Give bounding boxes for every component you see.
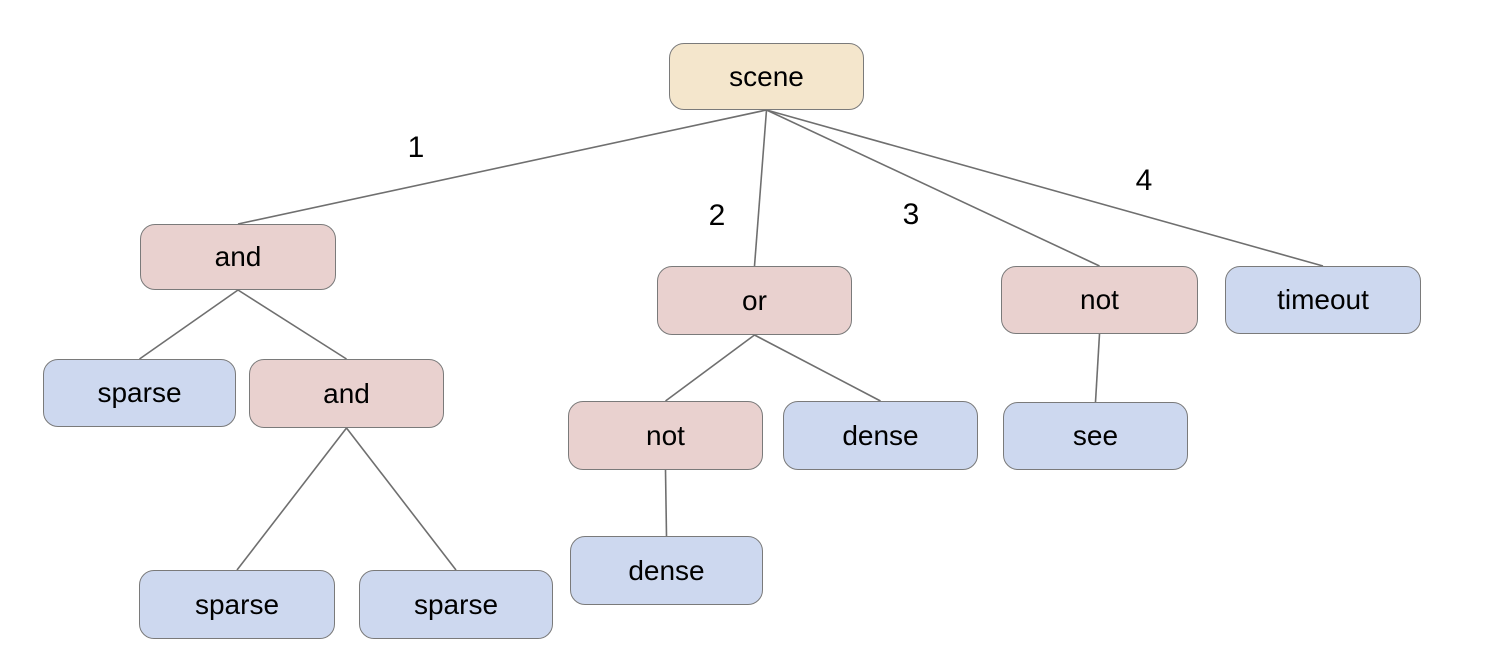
edge-label-1: 1 [407, 131, 425, 164]
node-label: sparse [413, 588, 499, 620]
edge-and1-sparse1 [139, 289, 239, 360]
node-see[interactable]: see [1003, 402, 1188, 470]
node-label: dense [842, 419, 919, 451]
node-dense1[interactable]: dense [783, 401, 978, 470]
node-not2[interactable]: not [568, 401, 763, 470]
node-and2[interactable]: and [249, 359, 444, 428]
node-dense2[interactable]: dense [570, 536, 763, 605]
edge-and2-sparse3 [345, 427, 457, 571]
node-sparse1[interactable]: sparse [43, 359, 236, 427]
edge-label-3: 3 [902, 198, 920, 231]
node-sparse3[interactable]: sparse [359, 570, 553, 639]
node-timeout[interactable]: timeout [1225, 266, 1421, 334]
node-or1[interactable]: or [657, 266, 852, 335]
edge-and2-sparse2 [236, 427, 348, 571]
node-label: and [323, 377, 370, 409]
edge-label-4: 4 [1135, 164, 1153, 197]
edge-or1-not2 [665, 334, 755, 402]
node-label: see [1072, 420, 1119, 451]
edge-scene-not1 [766, 109, 1100, 267]
edge-or1-dense1 [754, 334, 881, 402]
node-label: sparse [194, 588, 280, 620]
edge-scene-or1 [753, 109, 768, 267]
edge-not2-dense2 [664, 469, 668, 537]
node-sparse2[interactable]: sparse [139, 570, 335, 639]
edge-not1-see [1094, 333, 1101, 403]
node-label: sparse [97, 377, 182, 408]
node-label: and [214, 241, 262, 272]
edge-label-2: 2 [708, 199, 726, 232]
node-label: timeout [1277, 284, 1369, 315]
edge-and1-and2 [237, 289, 347, 360]
node-label: dense [628, 554, 705, 586]
node-scene[interactable]: scene [669, 43, 864, 110]
node-label: not [1080, 284, 1119, 315]
edge-scene-and1 [237, 109, 767, 225]
node-not1[interactable]: not [1001, 266, 1198, 334]
node-and1[interactable]: and [140, 224, 336, 290]
node-label: or [742, 284, 767, 316]
edge-scene-timeout [766, 109, 1324, 267]
node-label: scene [729, 60, 804, 92]
node-label: not [646, 419, 685, 451]
